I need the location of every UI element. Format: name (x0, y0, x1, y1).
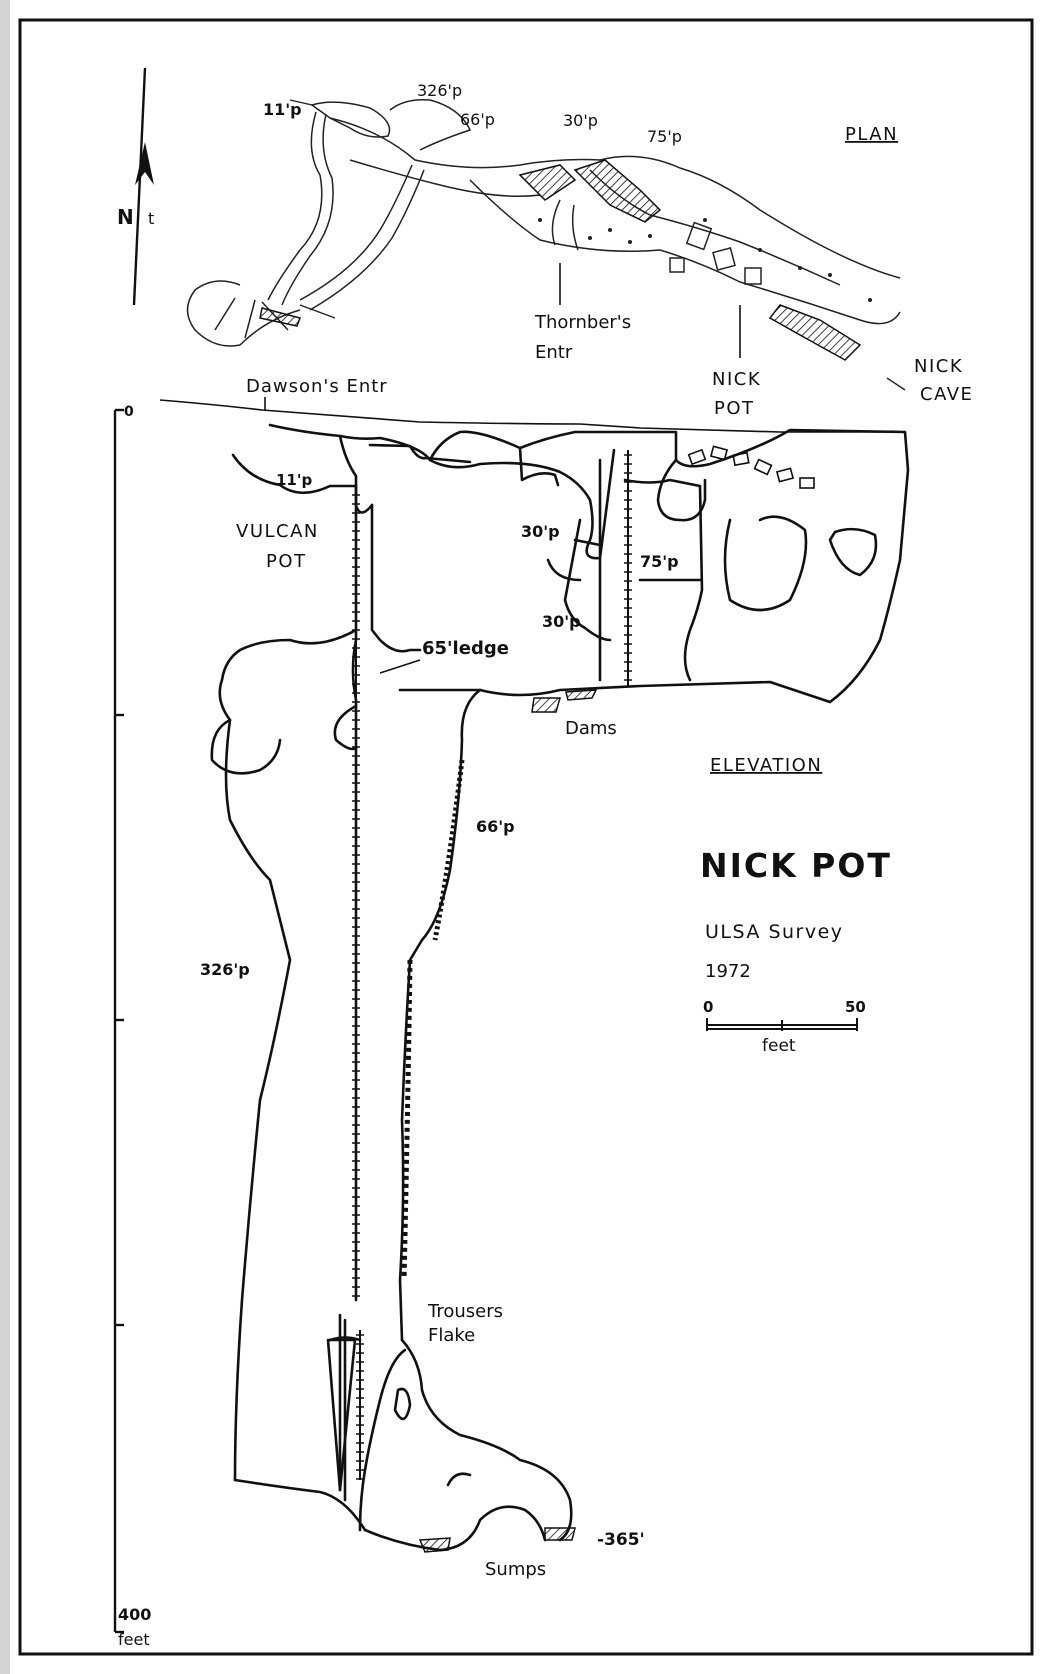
dams-hatch (531, 697, 561, 713)
depth-axis-bottom-label: 400 (118, 1605, 151, 1624)
plan-label-11p: 11'p (263, 100, 302, 119)
scale-unit-label: feet (762, 1036, 796, 1056)
trousers-flake-label-2: Flake (428, 1325, 475, 1346)
sumps-label: Sumps (485, 1559, 546, 1580)
trousers-flake-label-1: Trousers (427, 1301, 503, 1322)
nick-cave-label-1: NICK (914, 356, 963, 377)
main-shaft (210, 453, 576, 1553)
plan-heading: PLAN (845, 124, 898, 145)
elevation-heading: ELEVATION (710, 755, 822, 776)
thornbers-entr-label-2: Entr (535, 342, 573, 363)
nick-pot-plan-label-1: NICK (712, 369, 761, 390)
elev-label-326p: 326'p (200, 960, 250, 979)
page-frame (18, 18, 1034, 1656)
upper-series-passages (268, 423, 910, 704)
survey-year: 1972 (705, 961, 751, 982)
depth-axis-unit-label: feet (118, 1630, 150, 1649)
north-letter: N (117, 205, 134, 229)
nick-cave-label-2: CAVE (920, 384, 973, 405)
map-title: NICK POT (700, 846, 892, 885)
depth-axis (113, 408, 124, 1634)
elev-label-30p-upper: 30'p (521, 522, 560, 541)
plan-label-66p: 66'p (460, 110, 495, 129)
elev-label-75p: 75'p (640, 552, 679, 571)
survey-label: ULSA Survey (705, 921, 844, 943)
wall-texture-66 (432, 759, 465, 941)
rope-tick-marks (352, 454, 632, 1480)
ledge-label: 65'ledge (422, 638, 509, 659)
scale-bar (706, 1018, 858, 1031)
dawsons-entr-label: Dawson's Entr (246, 376, 388, 397)
wall-texture-flake (401, 959, 413, 1281)
north-arrow-icon (132, 67, 154, 306)
title-block: NICK POT ULSA Survey 1972 0 50 feet (700, 846, 892, 1056)
elev-label-11p: 11'p (276, 471, 312, 489)
vulcan-pot-label-1: VULCAN (236, 521, 319, 542)
scale-end-label: 50 (845, 998, 866, 1016)
plan-label-75p: 75'p (647, 127, 682, 146)
elevation-view: 0 400 feet (113, 399, 910, 1649)
depth-axis-top-label: 0 (124, 404, 134, 420)
dams-label: Dams (565, 718, 617, 739)
binding-shadow (0, 0, 10, 1674)
boulder-chain (687, 445, 815, 489)
pitch-rope-line (355, 450, 629, 1480)
vulcan-pot-label-2: POT (266, 551, 307, 572)
north-suffix: t (148, 209, 154, 228)
elev-label-30p-lower: 30'p (542, 612, 581, 631)
thornbers-entr-label-1: Thornber's (534, 312, 631, 333)
plan-label-30p: 30'p (563, 111, 598, 130)
plan-passages (186, 98, 906, 391)
elev-label-66p: 66'p (476, 817, 515, 836)
scale-start-label: 0 (703, 998, 713, 1016)
surface-line (159, 399, 905, 433)
plan-view: N t (117, 67, 973, 419)
plan-label-326p: 326'p (417, 81, 462, 100)
max-depth-label: -365' (597, 1530, 645, 1550)
nick-pot-plan-label-2: POT (714, 398, 755, 419)
